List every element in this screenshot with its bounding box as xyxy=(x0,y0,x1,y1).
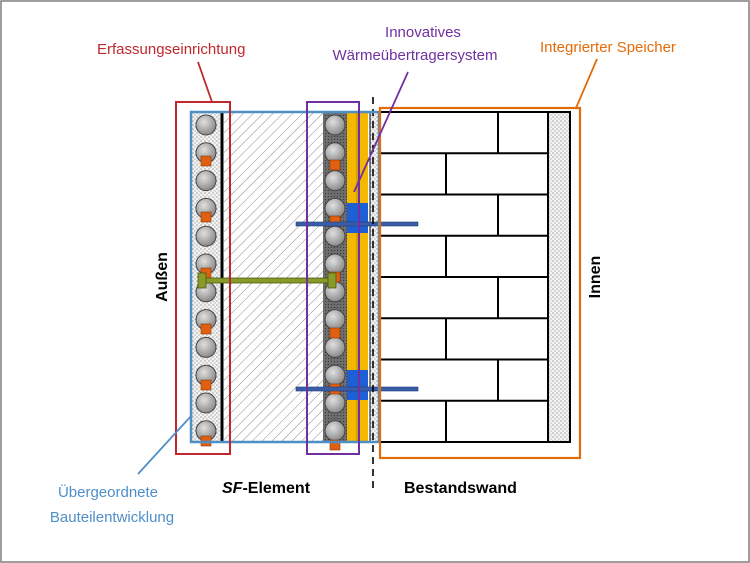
sensor-square xyxy=(329,439,341,451)
erfassung-box xyxy=(175,101,231,455)
innovatives-box xyxy=(306,101,360,455)
pipe-ball xyxy=(324,253,346,275)
tie-rod-end-left xyxy=(197,272,207,289)
speicher-leader xyxy=(575,58,598,109)
sf-prefix: SF xyxy=(222,480,244,497)
erfassung-label: Erfassungseinrichtung xyxy=(97,41,245,58)
innovatives-label-line1: Innovatives xyxy=(385,24,461,41)
anchor-upper xyxy=(295,221,419,227)
pipe-ball xyxy=(324,336,346,358)
pipe-ball xyxy=(195,336,217,358)
uebergeordnet-leader xyxy=(137,414,193,475)
sensor-square xyxy=(329,159,341,171)
pipe-ball xyxy=(324,197,346,219)
brick-wall xyxy=(379,111,549,443)
heat-exchanger-block-lower xyxy=(347,370,368,400)
pipe-ball xyxy=(324,364,346,386)
pipe-ball xyxy=(195,392,217,414)
sf-element-label: SF-Element xyxy=(222,480,311,497)
sf-suffix: -Element xyxy=(242,480,310,497)
pipe-ball xyxy=(324,225,346,247)
pipe-ball xyxy=(324,170,346,192)
bestandswand-label: Bestandswand xyxy=(404,480,517,497)
insulation-layer xyxy=(224,112,323,442)
pipe-ball xyxy=(324,392,346,414)
innovatives-label-line2: Wärmeübertragersystem xyxy=(332,47,497,64)
innen-label: Innen xyxy=(587,256,604,299)
inner-plaster xyxy=(547,111,571,443)
pipe-ball xyxy=(324,309,346,331)
sensor-square xyxy=(200,211,212,223)
aussen-label: Außen xyxy=(154,252,171,302)
speicher-box xyxy=(378,106,582,460)
pipe-ball xyxy=(195,114,217,136)
pipe-ball xyxy=(195,170,217,192)
sensor-square xyxy=(200,323,212,335)
sensor-square xyxy=(329,327,341,339)
pipe-ball xyxy=(195,225,217,247)
tie-rod xyxy=(199,277,336,284)
uebergeordnet-label-line2: Bauteilentwicklung xyxy=(50,509,174,526)
innovatives-leader xyxy=(353,71,409,193)
pipe-ball xyxy=(324,114,346,136)
speicher-label: Integrierter Speicher xyxy=(540,39,676,56)
anchor-lower xyxy=(295,386,419,392)
uebergeordnet-label-line1: Übergeordnete xyxy=(58,483,158,501)
sensor-square xyxy=(200,155,212,167)
heat-exchanger-block-upper xyxy=(347,203,368,233)
tie-rod-end-right xyxy=(327,272,337,289)
sensor-square xyxy=(200,379,212,391)
pipe-ball xyxy=(324,420,346,442)
erfassung-leader xyxy=(197,61,213,103)
